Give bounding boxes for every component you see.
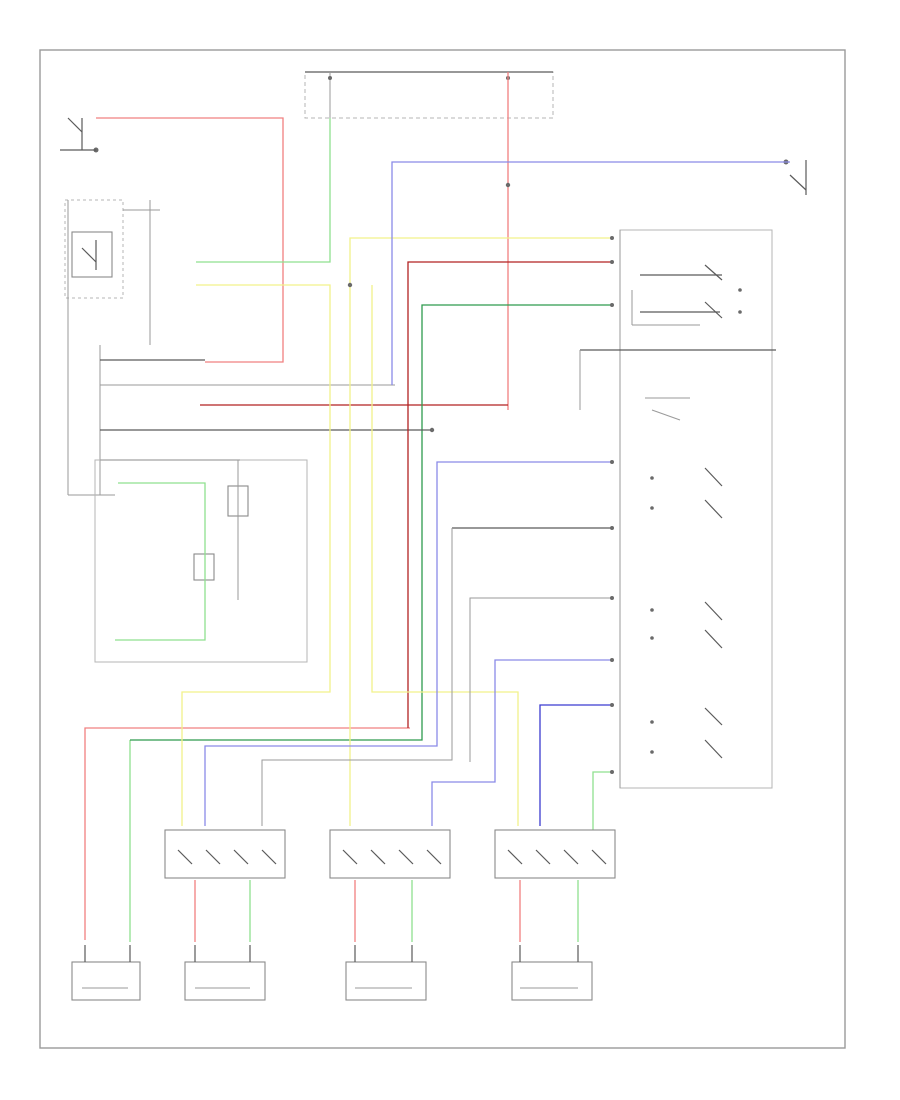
switch-section-4	[650, 707, 723, 759]
wire-red	[84, 72, 521, 942]
power-window-switch-panel	[580, 229, 776, 789]
wire-dark-red	[200, 261, 612, 728]
top-fuse-box	[304, 71, 554, 119]
diagram-frame	[39, 49, 846, 1049]
lower-left-relay-box	[94, 459, 308, 663]
window-motor-4	[511, 945, 593, 1001]
wire-yellow	[181, 237, 612, 826]
right-front-window-switch	[783, 159, 807, 195]
wire-dark-blue	[539, 704, 612, 826]
wire-dark-green	[130, 304, 612, 741]
switch-section-1	[631, 264, 742, 326]
door-switch-block-1	[164, 829, 286, 879]
door-switch-block-3	[494, 829, 616, 879]
window-motor-2	[184, 945, 266, 1001]
left-front-window-switch	[60, 117, 99, 153]
master-switch-box	[64, 199, 160, 345]
wire-green	[115, 118, 612, 942]
window-motor-1	[71, 945, 141, 1001]
door-switch-block-2	[329, 829, 451, 879]
switch-section-3	[650, 601, 723, 649]
switch-section-2	[650, 467, 723, 519]
wire-black	[261, 350, 612, 826]
splice-points	[347, 182, 614, 774]
window-motor-3	[345, 945, 427, 1001]
left-connector-strip	[67, 200, 420, 496]
wire-blue	[204, 161, 790, 826]
lock-switch	[645, 397, 690, 421]
